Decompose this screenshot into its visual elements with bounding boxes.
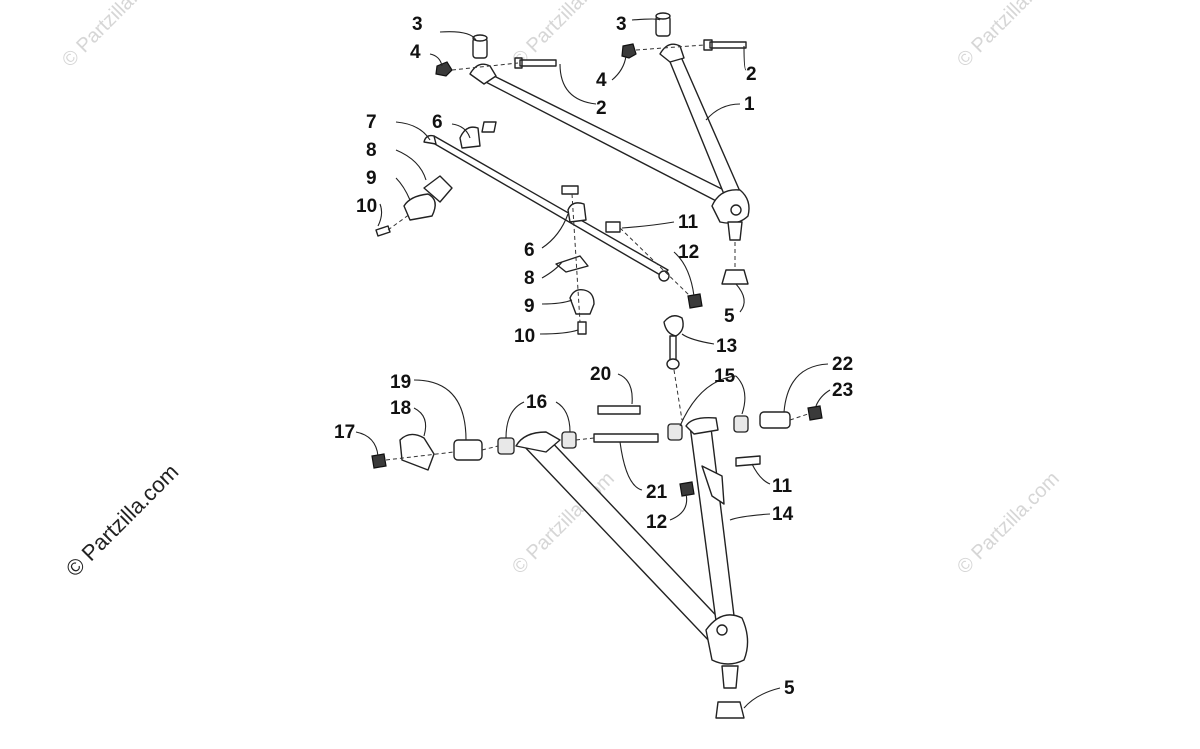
callout-4-left: 4 [410, 42, 421, 63]
callout-21: 21 [646, 482, 668, 503]
nut-17 [371, 453, 387, 469]
watermark-mid-right: © Partzilla.com [953, 468, 1064, 579]
callout-5-lower: 5 [784, 678, 795, 699]
watermark-layer: © Partzilla.com © Partzilla.com © Partzi… [58, 0, 1064, 582]
bushing-15-right [733, 415, 749, 433]
nut-4-left [435, 61, 453, 77]
callout-2-left: 2 [596, 98, 607, 119]
callout-6-left: 6 [432, 112, 443, 133]
callout-labels: 1 2 2 3 3 4 4 5 5 6 6 7 8 8 9 9 10 10 11… [334, 14, 853, 699]
callout-9-left: 9 [366, 168, 377, 189]
leader-lines [355, 18, 831, 709]
bolt-2-left [514, 57, 557, 69]
callout-14: 14 [772, 504, 794, 525]
callout-15: 15 [714, 366, 736, 387]
sway-link-hardware [605, 221, 703, 421]
nut-12-lower [679, 481, 695, 497]
callout-10-right: 10 [514, 326, 535, 347]
bolt-10-right [577, 321, 587, 335]
callout-5-upper: 5 [724, 306, 735, 327]
callout-12-lower: 12 [646, 512, 667, 533]
upper-arm-hardware [435, 12, 749, 285]
bolt-10-left [375, 225, 391, 237]
callout-4-right: 4 [596, 70, 607, 91]
bolt-20 [597, 405, 641, 415]
clamp-6-right [567, 202, 587, 223]
bushing-8-left [423, 175, 453, 203]
callout-19: 19 [390, 372, 411, 393]
sway-bar [375, 121, 670, 335]
callout-6-right: 6 [524, 240, 535, 261]
callout-11-lower: 11 [772, 476, 793, 497]
ball-joint-nut-5-lower [715, 701, 745, 719]
nut-12-upper [687, 293, 703, 309]
sway-link-13 [663, 315, 684, 337]
callout-2-right: 2 [746, 64, 757, 85]
bushing-16-right [561, 431, 577, 449]
callout-22: 22 [832, 354, 853, 375]
callout-8-left: 8 [366, 140, 377, 161]
bolt-11-upper [605, 221, 621, 233]
lower-a-arm [515, 416, 749, 719]
bolt-21 [593, 433, 659, 443]
callout-8-right: 8 [524, 268, 535, 289]
bolt-11-lower [735, 455, 761, 467]
callout-11-upper: 11 [678, 212, 699, 233]
callout-3-right: 3 [616, 14, 627, 35]
callout-18: 18 [390, 398, 411, 419]
bushing-16-left [497, 437, 515, 455]
callout-16: 16 [526, 392, 547, 413]
lower-arm-hardware [371, 405, 823, 497]
callout-13: 13 [716, 336, 737, 357]
callout-10-left: 10 [356, 196, 377, 217]
callout-12-upper: 12 [678, 242, 699, 263]
watermark-left-large: © Partzilla.com [61, 459, 184, 582]
ball-joint-nut-5-upper [721, 269, 749, 285]
callout-1: 1 [744, 94, 755, 115]
callout-17: 17 [334, 422, 355, 443]
callout-20: 20 [590, 364, 611, 385]
watermark-top-right: © Partzilla.com [953, 0, 1064, 72]
watermark-top-left: © Partzilla.com [58, 0, 169, 72]
upper-a-arm [469, 43, 750, 241]
bushing-22 [759, 411, 791, 429]
bushing-15-left [667, 423, 683, 441]
bracket-18 [399, 433, 435, 471]
bracket-9-left [403, 193, 436, 221]
bolt-2-right [703, 39, 747, 51]
callout-23: 23 [832, 380, 853, 401]
bracket-9-right [569, 288, 595, 315]
bushing-19 [453, 439, 483, 461]
callout-7: 7 [366, 112, 377, 133]
bushing-8-right [555, 255, 589, 273]
callout-9-right: 9 [524, 296, 535, 317]
nut-4-right [621, 43, 637, 59]
nut-23 [807, 405, 823, 421]
callout-3-left: 3 [412, 14, 423, 35]
